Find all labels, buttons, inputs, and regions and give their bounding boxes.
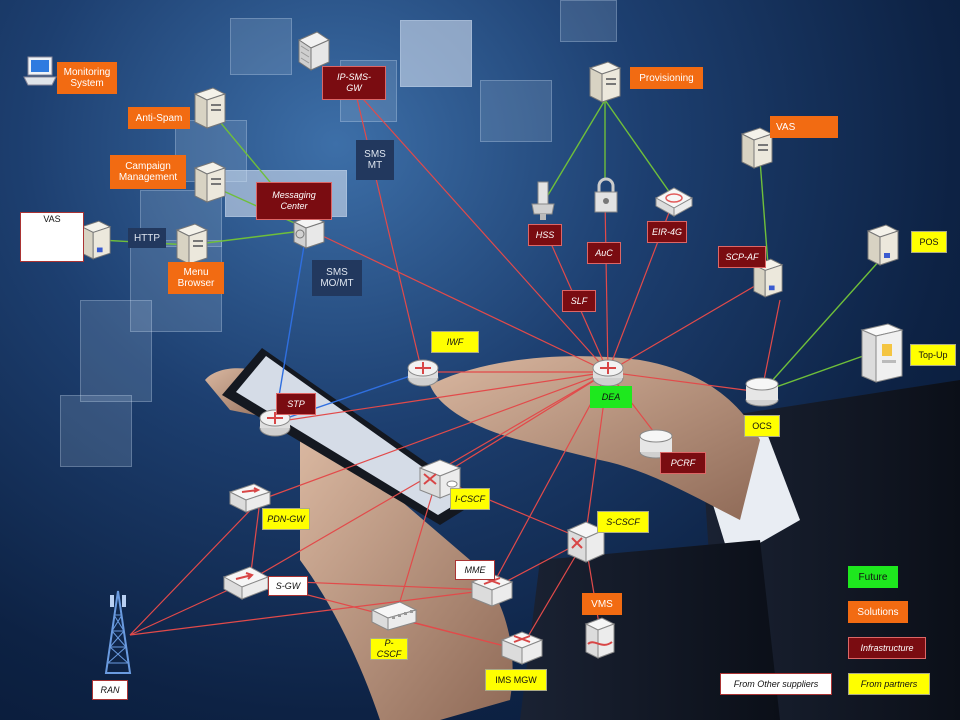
- laptop-icon: [22, 55, 58, 87]
- label-mme: MME: [455, 560, 495, 580]
- label-anti-spam: Anti-Spam: [128, 107, 190, 129]
- server-icon: [175, 222, 209, 266]
- vms-icon: [584, 616, 616, 660]
- label-auc: AuC: [587, 242, 621, 264]
- switch-icon: [500, 630, 544, 666]
- router-icon: [222, 565, 270, 601]
- label-pcrf: PCRF: [660, 452, 706, 474]
- database-icon: [744, 376, 780, 408]
- server-icon: [193, 86, 227, 130]
- server-icon: [588, 60, 622, 104]
- legend-partners: From partners: [848, 673, 930, 695]
- server-icon: [866, 222, 900, 268]
- legend-solutions: Solutions: [848, 601, 908, 623]
- legend-other-suppliers: From Other suppliers: [720, 673, 832, 695]
- label-eir-4g: EIR-4G: [647, 221, 687, 243]
- label-vas-right: VAS: [770, 116, 838, 138]
- legend-infrastructure: Infrastructure: [848, 637, 926, 659]
- label-pdn-gw: PDN-GW: [262, 508, 310, 530]
- label-ims-mgw: IMS MGW: [485, 669, 547, 691]
- label-pos: POS: [911, 231, 947, 253]
- label-hss: HSS: [528, 224, 562, 246]
- label-ran: RAN: [92, 680, 128, 700]
- label-scp-af: SCP-AF: [718, 246, 766, 268]
- legend-future: Future: [848, 566, 898, 588]
- hss-icon: [528, 180, 558, 222]
- switch-icon: [370, 600, 418, 634]
- label-s-cscf: S-CSCF: [597, 511, 649, 533]
- label-top-up: Top-Up: [910, 344, 956, 366]
- label-stp: STP: [276, 393, 316, 415]
- label-i-cscf: I-CSCF: [450, 488, 490, 510]
- server-icon: [80, 218, 112, 262]
- label-vms: VMS: [582, 593, 622, 615]
- label-provisioning: Provisioning: [630, 67, 703, 89]
- label-ocs: OCS: [744, 415, 780, 437]
- label-p-cscf: P-CSCF: [370, 638, 408, 660]
- label-iwf: IWF: [431, 331, 479, 353]
- server-icon: [740, 126, 774, 170]
- antenna-icon: [100, 585, 136, 675]
- label-slf: SLF: [562, 290, 596, 312]
- server-icon: [193, 160, 227, 204]
- label-ip-sms-gw: IP-SMS-GW: [322, 66, 386, 100]
- lock-icon: [592, 176, 620, 216]
- eir-icon: [654, 186, 694, 218]
- topup-kiosk-icon: [858, 322, 906, 384]
- label-dea: DEA: [590, 386, 632, 408]
- router-icon: [406, 356, 440, 388]
- router-icon: [591, 356, 625, 388]
- label-vas-left: VAS: [20, 212, 84, 262]
- label-s-gw: S-GW: [268, 576, 308, 596]
- label-http: HTTP: [128, 228, 166, 248]
